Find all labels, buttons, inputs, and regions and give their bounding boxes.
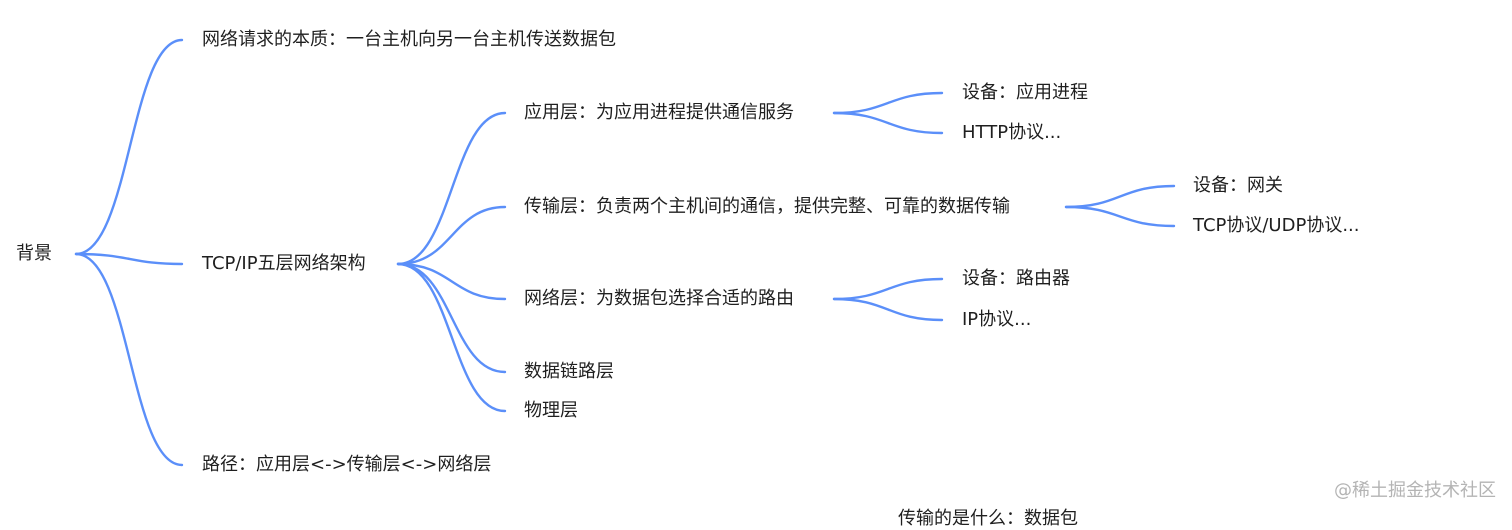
watermark-text: @稀土掘金技术社区 <box>1334 480 1496 501</box>
edge-transport-to-protocol <box>1064 205 1176 228</box>
edge-network-to-protocol <box>832 297 944 322</box>
edge-architecture-to-transport <box>396 205 507 266</box>
edge-transport-to-device <box>1064 184 1176 209</box>
edge-architecture-to-physical <box>396 262 507 413</box>
node-transport-layer[interactable]: 传输层：负责两个主机间的通信，提供完整、可靠的数据传输 <box>524 196 1010 217</box>
node-transport-protocol[interactable]: TCP协议/UDP协议... <box>1192 215 1359 236</box>
mindmap-canvas: 背景 网络请求的本质：一台主机向另一台主机传送数据包 TCP/IP五层网络架构 … <box>16 29 1359 475</box>
edge-application-to-device <box>832 91 944 115</box>
edge-root-to-architecture <box>74 252 184 266</box>
node-app-protocol[interactable]: HTTP协议... <box>962 122 1061 143</box>
edge-architecture-to-datalink <box>396 262 507 374</box>
edge-root-to-essence <box>74 38 184 256</box>
node-tcpip-architecture[interactable]: TCP/IP五层网络架构 <box>201 253 366 274</box>
edge-architecture-to-application <box>396 111 507 266</box>
edge-root-to-path <box>74 252 184 467</box>
root-node[interactable]: 背景 <box>16 243 52 264</box>
node-path[interactable]: 路径：应用层<->传输层<->网络层 <box>202 454 491 475</box>
node-network-device[interactable]: 设备：路由器 <box>962 268 1070 289</box>
node-application-layer[interactable]: 应用层：为应用进程提供通信服务 <box>524 102 794 123</box>
edge-architecture-to-network <box>396 262 507 301</box>
edge-application-to-protocol <box>832 111 944 135</box>
node-app-device[interactable]: 设备：应用进程 <box>962 82 1088 103</box>
node-network-layer[interactable]: 网络层：为数据包选择合适的路由 <box>524 288 794 309</box>
node-transport-device[interactable]: 设备：网关 <box>1193 175 1283 196</box>
node-physical-layer[interactable]: 物理层 <box>524 400 578 421</box>
node-datalink-layer[interactable]: 数据链路层 <box>524 361 614 382</box>
edge-network-to-device <box>832 277 944 301</box>
cutoff-node-transmitted-content: 传输的是什么：数据包 <box>898 508 1078 529</box>
node-request-essence[interactable]: 网络请求的本质：一台主机向另一台主机传送数据包 <box>202 29 616 50</box>
node-network-protocol[interactable]: IP协议... <box>962 309 1031 330</box>
